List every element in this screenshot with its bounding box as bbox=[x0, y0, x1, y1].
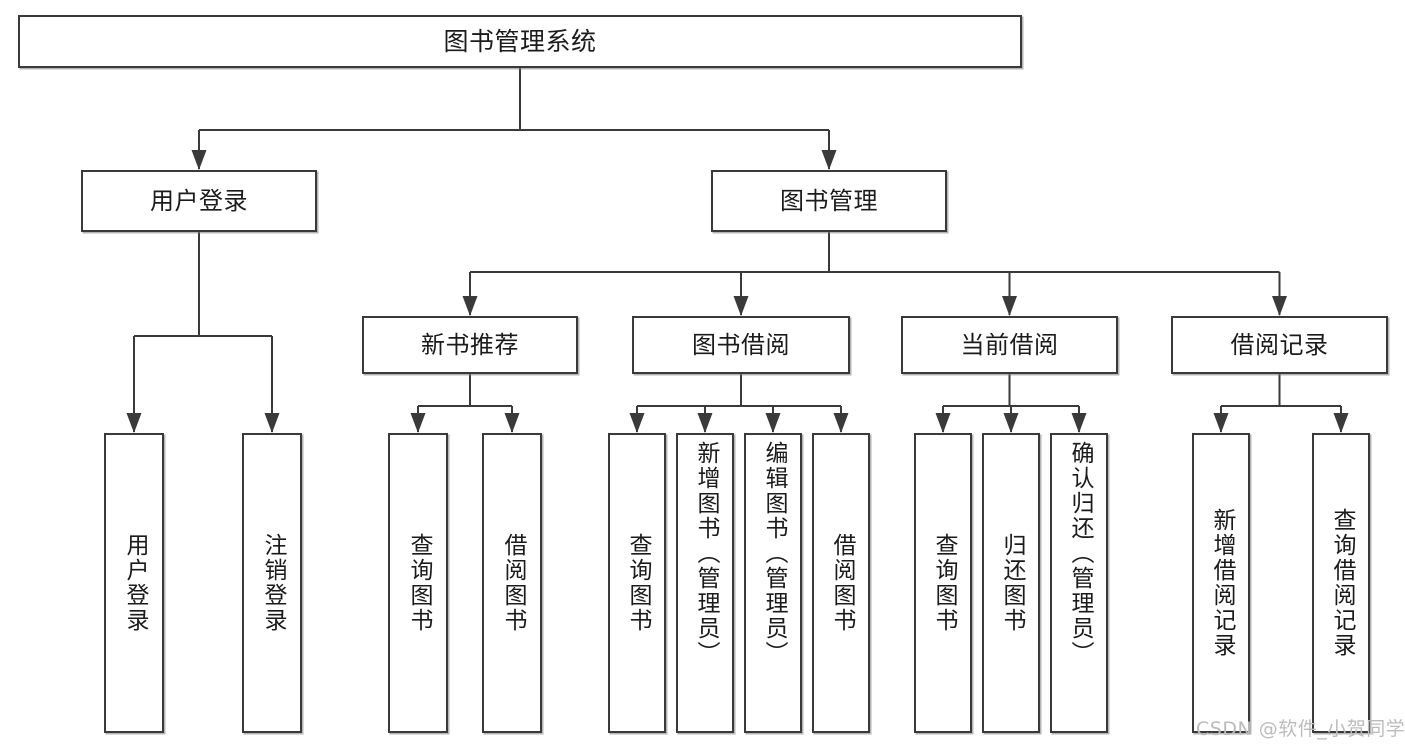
node-label: 用户登录 bbox=[150, 186, 248, 215]
leaf-node-l11: 确认归还（管理员） bbox=[1050, 433, 1108, 733]
node-label: 查询图书 bbox=[624, 533, 651, 633]
node-label: 当前借阅 bbox=[960, 330, 1059, 359]
node-label: 用户登录 bbox=[121, 533, 148, 633]
leaf-node-l4: 借阅图书 bbox=[482, 433, 542, 733]
leaf-node-l13: 查询借阅记录 bbox=[1312, 433, 1370, 733]
branch-node-borrow: 图书借阅 bbox=[632, 316, 850, 374]
node-label: 借阅记录 bbox=[1230, 330, 1329, 359]
leaf-node-l3: 查询图书 bbox=[388, 433, 448, 733]
leaf-node-l5: 查询图书 bbox=[608, 433, 666, 733]
node-label: 图书借阅 bbox=[692, 330, 790, 359]
node-label: 注销登录 bbox=[259, 533, 286, 633]
branch-node-newbook: 新书推荐 bbox=[362, 316, 578, 374]
node-label: 查询借阅记录 bbox=[1328, 508, 1355, 658]
leaf-node-l12: 新增借阅记录 bbox=[1192, 433, 1250, 733]
branch-node-login: 用户登录 bbox=[81, 170, 317, 232]
node-label: 确认归还（管理员） bbox=[1066, 441, 1093, 666]
node-label: 新增借阅记录 bbox=[1208, 508, 1235, 658]
node-label: 图书管理 bbox=[780, 186, 878, 215]
node-label: 借阅图书 bbox=[499, 533, 526, 633]
node-label: 编辑图书（管理员） bbox=[760, 441, 787, 666]
branch-node-bookmgmt: 图书管理 bbox=[711, 170, 947, 232]
root-node: 图书管理系统 bbox=[18, 15, 1022, 68]
leaf-node-l9: 查询图书 bbox=[914, 433, 972, 733]
branch-node-record: 借阅记录 bbox=[1171, 316, 1388, 374]
leaf-node-l7: 编辑图书（管理员） bbox=[744, 433, 802, 733]
node-label: 图书管理系统 bbox=[443, 26, 597, 56]
leaf-node-l6: 新增图书（管理员） bbox=[676, 433, 734, 733]
node-label: 查询图书 bbox=[405, 533, 432, 633]
node-label: 归还图书 bbox=[998, 533, 1025, 633]
leaf-node-l2: 注销登录 bbox=[242, 433, 302, 733]
node-label: 新增图书（管理员） bbox=[692, 441, 719, 666]
node-label: 查询图书 bbox=[930, 533, 957, 633]
branch-node-current: 当前借阅 bbox=[901, 316, 1118, 374]
watermark-text: CSDN @软件_小贺同学 bbox=[1196, 718, 1405, 740]
leaf-node-l10: 归还图书 bbox=[982, 433, 1040, 733]
node-label: 新书推荐 bbox=[421, 330, 519, 359]
leaf-node-l8: 借阅图书 bbox=[812, 433, 870, 733]
leaf-node-l1: 用户登录 bbox=[104, 433, 164, 733]
node-label: 借阅图书 bbox=[828, 533, 855, 633]
